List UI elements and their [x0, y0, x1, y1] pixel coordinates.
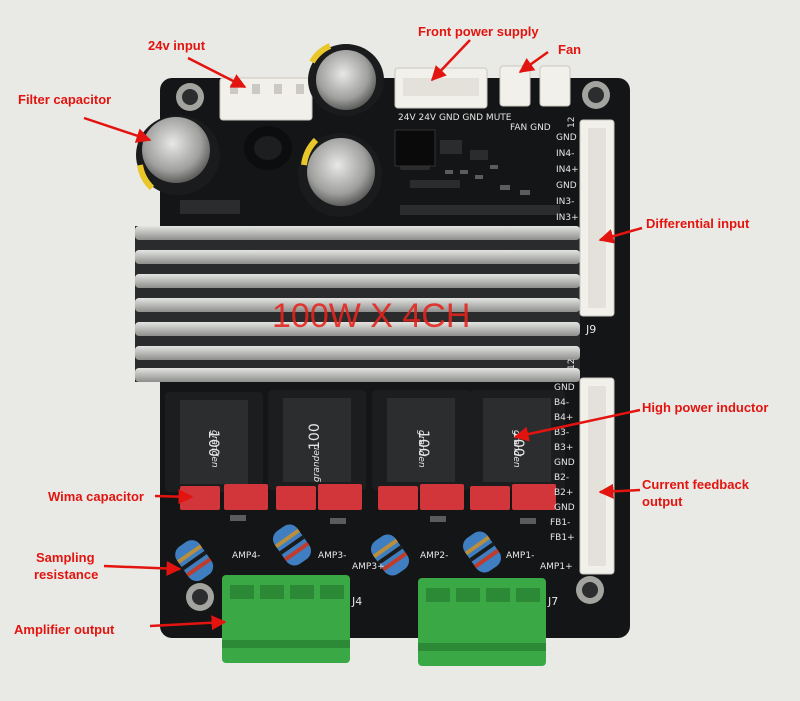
inductor-brand-3: granden — [416, 430, 426, 468]
label-high-power-inductor: High power inductor — [642, 400, 769, 415]
inductor-value-2: 100 — [307, 423, 323, 450]
j12-bottom-label: 12 — [567, 359, 577, 370]
input-pin-label: GND — [556, 181, 577, 191]
filter-capacitor — [136, 43, 384, 217]
label-front-power-supply: Front power supply — [418, 24, 539, 39]
feedback-pin-label: B2+ — [554, 488, 573, 498]
amplifier-output-terminal — [222, 575, 546, 666]
inductor-value-1: 100 — [205, 430, 221, 457]
feedback-pin-label: FB1+ — [550, 533, 575, 543]
inductor-value-3: 100 — [415, 430, 431, 457]
input-pin-label: IN4- — [556, 149, 574, 159]
input-24v-connector — [219, 77, 313, 121]
feedback-pin-label: B2- — [554, 473, 569, 483]
feedback-pin-label: B4+ — [554, 413, 573, 423]
label-fan: Fan — [558, 42, 582, 57]
input-pin-label: IN3+ — [556, 213, 579, 223]
input-pin-label: GND — [556, 133, 577, 143]
mounting-hole — [176, 81, 610, 611]
j4-label: J4 — [351, 595, 362, 608]
j9-label: J9 — [585, 323, 596, 336]
input-pin-label: IN3- — [556, 197, 574, 207]
amp-label-4: AMP2- — [420, 551, 448, 561]
power-header-pin-labels: 24V 24V GND GND MUTE — [398, 113, 512, 123]
fan-header-pin-labels: FAN GND — [510, 123, 551, 133]
inductor-brand-4: granden — [511, 430, 521, 468]
label-current-feedback-line2: output — [642, 494, 683, 509]
current-feedback-header — [579, 377, 615, 575]
regulator-chip — [394, 129, 436, 167]
high-power-inductor — [165, 390, 565, 492]
input-pin-label: IN4+ — [556, 165, 579, 175]
amp-label-1: AMP4- — [232, 551, 260, 561]
heatsink — [135, 226, 580, 382]
power-inductor-coil — [244, 126, 292, 170]
overlay-title: 100W X 4CH — [272, 297, 471, 335]
fan-connector — [499, 65, 571, 107]
sampling-resistor — [175, 524, 502, 582]
label-sampling-line1: Sampling — [36, 550, 95, 565]
label-current-feedback-line1: Current feedback — [642, 477, 749, 492]
feedback-pin-label: FB1- — [550, 518, 570, 528]
feedback-pin-label: B3- — [554, 428, 569, 438]
amp-label-5: AMP1- — [506, 551, 534, 561]
inductor-brand-1: granden — [209, 430, 219, 468]
wima-capacitor — [180, 484, 556, 510]
amp-label-2: AMP3- — [318, 551, 346, 561]
j12-top-label: 12 — [567, 117, 577, 128]
j7-label: J7 — [547, 595, 558, 608]
annotation-arrows — [83, 39, 643, 631]
amp-label-6: AMP1+ — [540, 562, 573, 572]
label-amplifier-output: Amplifier output — [14, 622, 115, 637]
label-filter-capacitor: Filter capacitor — [18, 92, 112, 107]
feedback-pin-label: B4- — [554, 398, 569, 408]
label-differential-input: Differential input — [646, 216, 750, 231]
label-wima-capacitor: Wima capacitor — [48, 489, 144, 504]
differential-input-header — [579, 119, 615, 317]
feedback-pin-label: B3+ — [554, 443, 573, 453]
label-24v-input: 24v input — [148, 38, 206, 53]
label-sampling-line2: resistance — [34, 567, 99, 582]
feedback-pin-label: GND — [554, 503, 575, 513]
feedback-pin-label: GND — [554, 458, 575, 468]
feedback-pin-label: GND — [554, 383, 575, 393]
amp-label-3: AMP3+ — [352, 562, 385, 572]
inductor-brand-2: granden — [312, 444, 322, 482]
front-power-supply-connector — [394, 67, 488, 109]
